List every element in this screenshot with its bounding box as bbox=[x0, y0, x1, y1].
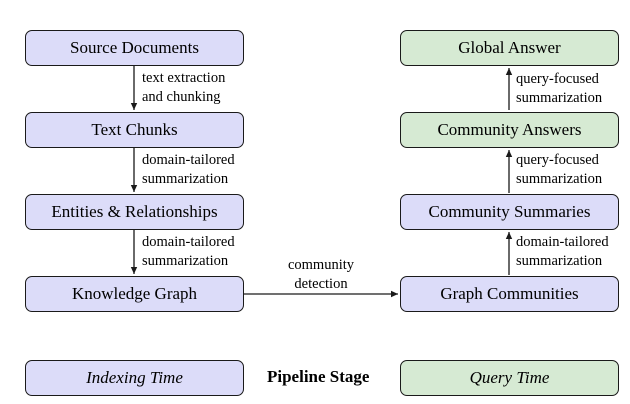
node-global-answer: Global Answer bbox=[400, 30, 619, 66]
legend-indexing-time: Indexing Time bbox=[25, 360, 244, 396]
node-community-summaries: Community Summaries bbox=[400, 194, 619, 230]
legend-query-time: Query Time bbox=[400, 360, 619, 396]
node-source-documents: Source Documents bbox=[25, 30, 244, 66]
node-graph-communities: Graph Communities bbox=[400, 276, 619, 312]
legend-pipeline-stage: Pipeline Stage bbox=[267, 367, 370, 386]
node-knowledge-graph: Knowledge Graph bbox=[25, 276, 244, 312]
node-entities-relationships: Entities & Relationships bbox=[25, 194, 244, 230]
node-text-chunks: Text Chunks bbox=[25, 112, 244, 148]
node-community-answers: Community Answers bbox=[400, 112, 619, 148]
